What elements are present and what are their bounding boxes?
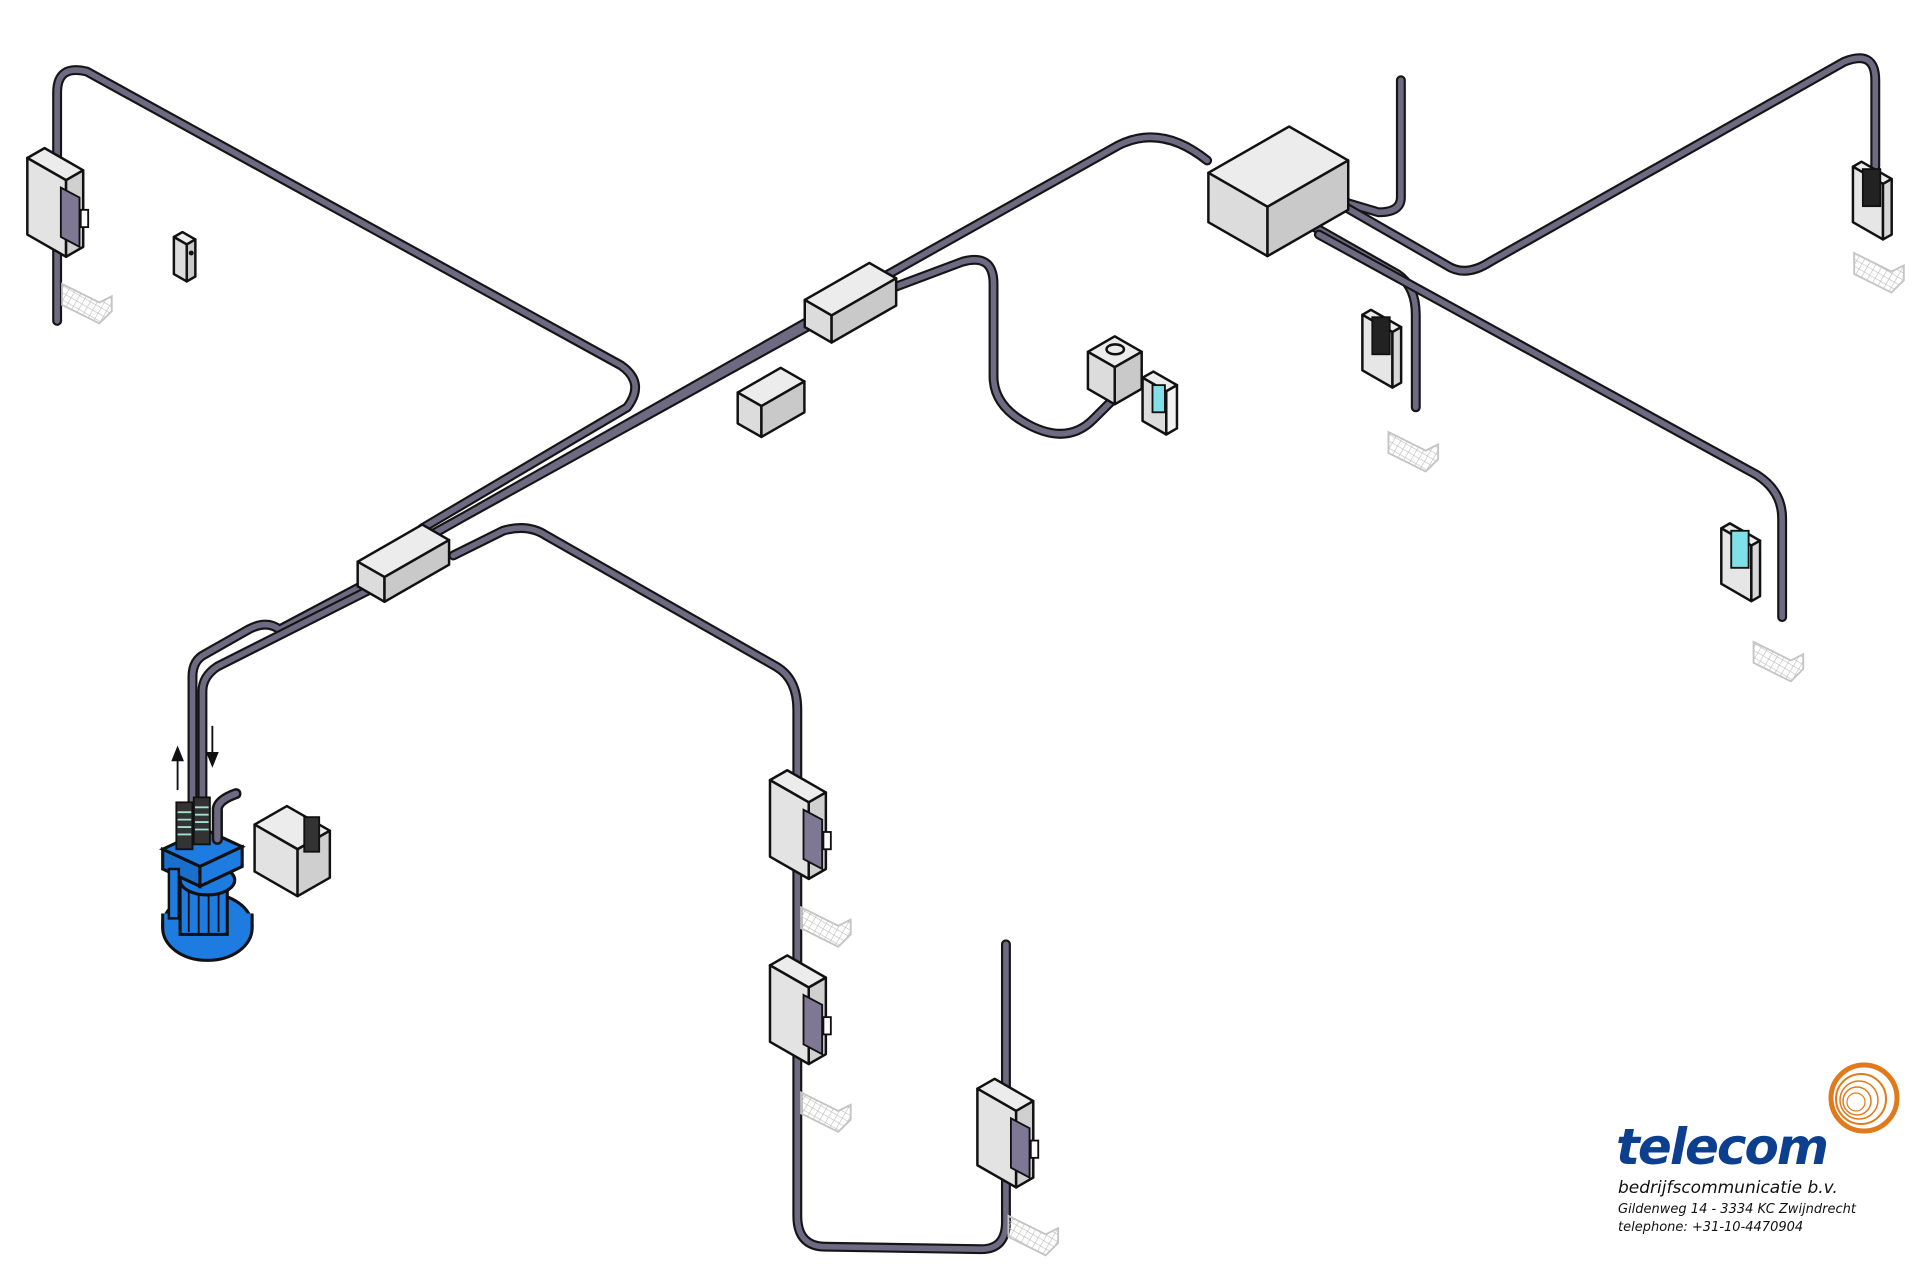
controller-display [303, 816, 321, 853]
blower-pump [159, 788, 254, 962]
units [26, 125, 1893, 1189]
grilles [61, 251, 1905, 1257]
coil-springs [175, 796, 211, 851]
logo-subtitle: bedrijfscommunicatie b.v. [1618, 1178, 1838, 1198]
switch-dot [188, 250, 194, 256]
control-panel-1 [1361, 308, 1403, 389]
tube-9 [1323, 53, 1881, 276]
company-logo: telecom bedrijfscommunicatie b.v. Gilden… [1614, 1060, 1914, 1260]
panel-display [1730, 529, 1750, 569]
tube-1 [52, 65, 640, 534]
handset-slot[interactable] [822, 1016, 832, 1036]
tube-3 [870, 132, 1213, 287]
diverter-unit [1086, 335, 1143, 406]
tube-4 [187, 575, 378, 814]
junction-box-2 [803, 261, 898, 344]
grille [1853, 251, 1905, 294]
logo-rings-icon [1828, 1062, 1900, 1134]
wall-switch [172, 230, 197, 283]
grille [1007, 1214, 1060, 1257]
flow-arrows [171, 725, 219, 790]
tube-2 [411, 309, 825, 549]
logo-address: Gildenweg 14 - 3334 KC Zwijndrecht [1618, 1202, 1856, 1217]
tube-6 [448, 523, 1011, 1255]
logo-telephone: telephone: +31-10-4470904 [1618, 1220, 1804, 1235]
grille [1752, 640, 1805, 683]
station-panel [1009, 1116, 1031, 1180]
station-panel [59, 186, 81, 249]
junction-box-1 [356, 523, 451, 603]
station-panel [802, 993, 824, 1056]
logo-brand: telecom [1616, 1118, 1829, 1176]
grille [800, 1090, 852, 1134]
tube-5 [197, 580, 384, 814]
panel-display [1861, 168, 1882, 208]
station-panel [802, 808, 824, 871]
tube-7 [891, 254, 1117, 439]
handset-slot[interactable] [79, 208, 90, 229]
display-panel [1151, 384, 1166, 414]
tube-11 [1313, 229, 1788, 623]
station-2 [768, 769, 832, 881]
diverter-controller [1141, 370, 1179, 436]
spare-box [736, 366, 806, 439]
arrow-up-icon [171, 745, 184, 790]
tube-network [52, 53, 1881, 1255]
central-switch-box [1207, 125, 1350, 258]
tube-8 [1323, 75, 1406, 218]
control-panel-3 [1720, 522, 1762, 603]
grille [1387, 430, 1440, 473]
control-panel-2 [1851, 160, 1893, 241]
handset-slot[interactable] [1029, 1139, 1040, 1159]
station-4 [976, 1077, 1040, 1189]
panel-display [1371, 316, 1391, 356]
station-3 [768, 954, 832, 1066]
station-1 [26, 146, 90, 258]
arrow-down-icon [206, 725, 219, 768]
grille [61, 282, 113, 325]
grille [800, 905, 852, 948]
handset-slot[interactable] [822, 831, 832, 851]
